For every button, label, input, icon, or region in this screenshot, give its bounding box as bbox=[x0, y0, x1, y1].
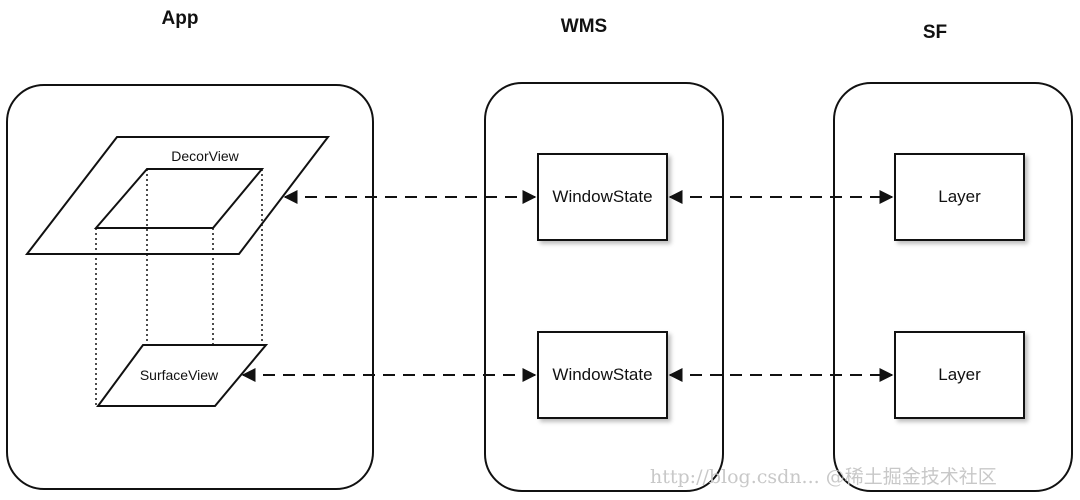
sf-panel bbox=[833, 82, 1073, 492]
layer-box-1: Layer bbox=[894, 153, 1025, 241]
window-state-box-2: WindowState bbox=[537, 331, 668, 419]
prism-edges bbox=[95, 169, 263, 406]
watermark-text: http://blog.csdn... @稀土掘金技术社区 bbox=[650, 466, 997, 488]
window-state-box-1: WindowState bbox=[537, 153, 668, 241]
decor-view-label: DecorView bbox=[171, 148, 239, 164]
surface-view-plane bbox=[96, 344, 269, 407]
title-sf: SF bbox=[922, 22, 948, 43]
wms-panel bbox=[484, 82, 724, 492]
layer-box-2: Layer bbox=[894, 331, 1025, 419]
title-wms: WMS bbox=[560, 16, 608, 37]
surface-view-label: SurfaceView bbox=[139, 367, 219, 383]
title-app: App bbox=[161, 8, 199, 29]
